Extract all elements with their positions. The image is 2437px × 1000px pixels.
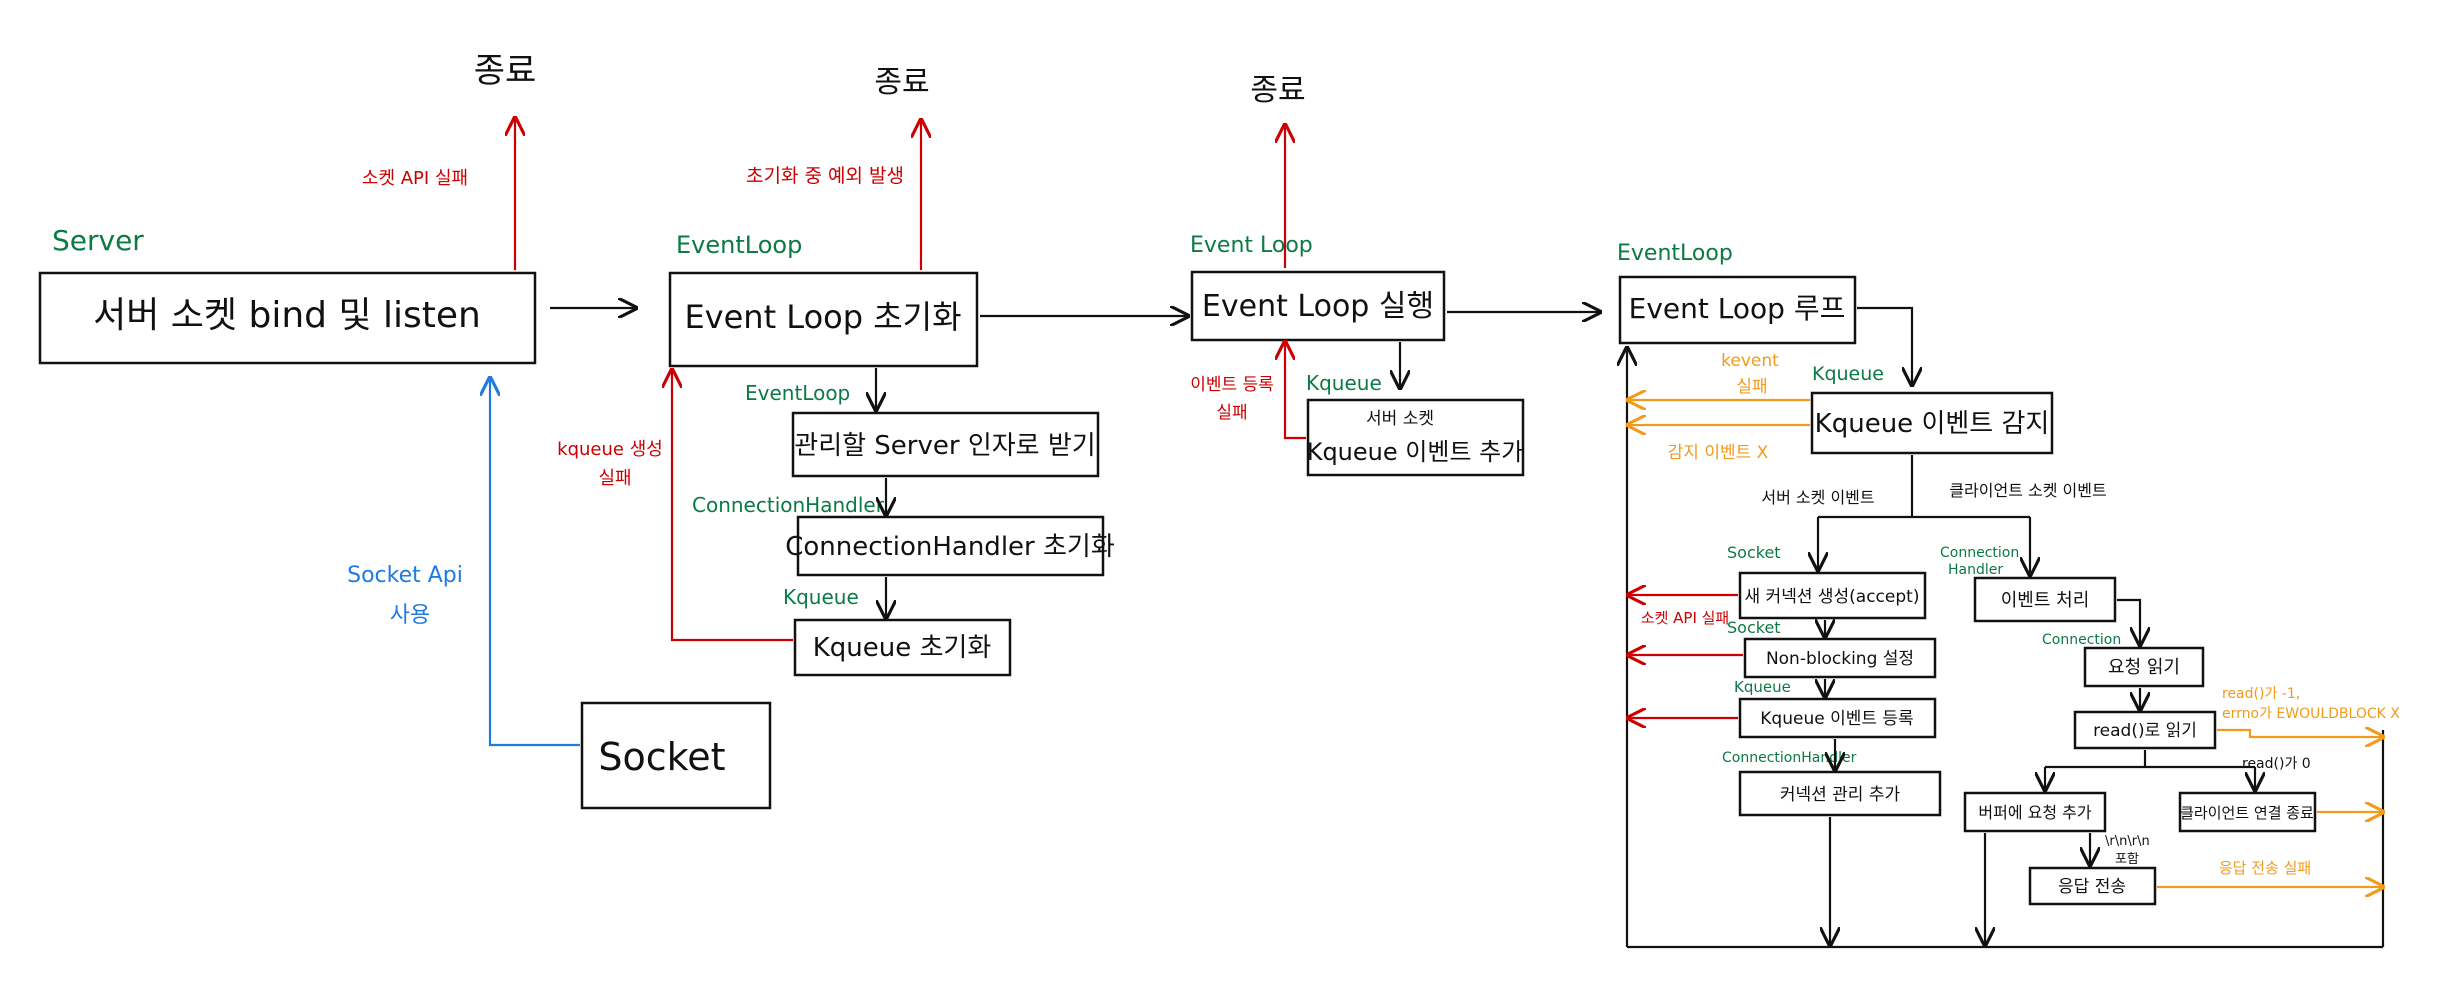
node-el-init-box	[668, 271, 979, 368]
node-server-bind: 서버 소켓 bind 및 listen	[93, 295, 481, 336]
label-connectionhandler-3: ConnectionHandler	[1722, 750, 1857, 766]
arrow-read-neg	[2217, 730, 2383, 737]
node-kq-detect: Kqueue 이벤트 감지	[1815, 409, 2050, 439]
node-el-run-box	[1190, 270, 1446, 342]
label-eventloop-2: EventLoop	[745, 381, 850, 405]
node-ch-init: ConnectionHandler 초기화	[785, 532, 1115, 562]
node-buf-add-box	[1963, 791, 2107, 833]
node-new-conn-box	[1738, 571, 1927, 620]
label-end-1: 종료	[474, 51, 537, 91]
label-eventloop-3: Event Loop	[1190, 233, 1313, 258]
label-read-neg-2: errno가 EWOULDBLOCK X	[2222, 706, 2400, 722]
label-kq-create-fail-1: kqueue 생성	[557, 439, 663, 460]
label-request-complete-1: \r\n\r\n	[2105, 834, 2150, 849]
label-init-exception: 초기화 중 예외 발생	[746, 165, 904, 187]
node-el-loop: Event Loop 루프	[1629, 292, 1846, 325]
node-nonblock: Non-blocking 설정	[1766, 649, 1914, 669]
node-ch-init-box	[796, 515, 1105, 577]
node-new-conn: 새 커넥션 생성(accept)	[1745, 587, 1920, 607]
label-server-socket-event: 서버 소켓 이벤트	[1761, 488, 1874, 507]
node-server-bind-box	[38, 271, 537, 365]
label-end-3: 종료	[1250, 73, 1305, 108]
label-connection: Connection	[2042, 632, 2121, 648]
label-socket-api-use-2: 사용	[390, 603, 430, 628]
label-event-reg-fail-2: 실패	[1216, 403, 1247, 423]
label-read-zero: read()가 0	[2242, 756, 2311, 772]
label-kqueue-1: Kqueue	[783, 585, 859, 609]
node-receive-server-box	[791, 411, 1100, 478]
node-kq-add-box	[1306, 398, 1525, 477]
label-socket-api-fail: 소켓 API 실패	[362, 168, 468, 189]
node-client-close-box	[2178, 791, 2317, 833]
label-socket-1: Socket	[1727, 543, 1781, 562]
label-eventloop-4: EventLoop	[1617, 241, 1733, 266]
node-el-loop-box	[1618, 275, 1857, 345]
label-kevent-fail-2: 실패	[1736, 377, 1767, 397]
arrow-socket-api-use	[490, 378, 580, 747]
label-client-socket-event: 클라이언트 소켓 이벤트	[1949, 481, 2106, 500]
node-socket-box	[580, 701, 772, 810]
arrow-event-handle-to-read	[2117, 598, 2140, 645]
node-kq-register: Kqueue 이벤트 등록	[1760, 709, 1913, 729]
label-read-neg-1: read()가 -1,	[2222, 686, 2300, 702]
node-read-call: read()로 읽기	[2093, 721, 2197, 741]
node-read-call-box	[2073, 710, 2217, 750]
node-resp-send-box	[2028, 866, 2157, 906]
label-kqueue-3: Kqueue	[1812, 363, 1884, 385]
label-kevent-fail-1: kevent	[1721, 351, 1779, 371]
label-end-2: 종료	[874, 65, 929, 100]
node-nonblock-box	[1743, 637, 1937, 679]
node-el-run: Event Loop 실행	[1202, 289, 1434, 324]
label-socket-2: Socket	[1727, 618, 1781, 637]
label-event-reg-fail-1: 이벤트 등록	[1190, 375, 1274, 395]
node-receive-server: 관리할 Server 인자로 받기	[794, 431, 1095, 461]
node-buf-add: 버퍼에 요청 추가	[1978, 803, 2091, 822]
label-resp-fail: 응답 전송 실패	[2219, 859, 2311, 877]
node-socket: Socket	[598, 735, 725, 779]
label-socket-api-use-1: Socket Api	[347, 563, 463, 588]
label-kq-create-fail-2: 실패	[598, 468, 631, 489]
node-conn-add-box	[1738, 770, 1942, 817]
node-kq-init-box	[793, 618, 1012, 677]
label-request-complete-2: 포함	[2115, 852, 2139, 867]
label-ch-2: Handler	[1948, 562, 2003, 578]
node-client-close: 클라이언트 연결 종료	[2180, 804, 2314, 822]
label-kqueue-4: Kqueue	[1734, 678, 1791, 696]
node-conn-add: 커넥션 관리 추가	[1780, 785, 1901, 805]
label-socket-api-fail-2: 소켓 API 실패	[1641, 609, 1729, 627]
node-kq-register-box	[1738, 697, 1937, 739]
node-req-read-box	[2083, 646, 2205, 688]
label-ch-1: Connection	[1940, 545, 2019, 561]
node-event-handle-box	[1973, 576, 2117, 623]
label-no-detect: 감지 이벤트 X	[1668, 443, 1769, 463]
node-event-handle: 이벤트 처리	[2001, 590, 2090, 611]
label-kqueue-2: Kqueue	[1306, 371, 1382, 395]
arrow-event-reg-fail	[1285, 342, 1306, 440]
arrow-kq-create-fail	[672, 370, 793, 642]
label-eventloop-1: EventLoop	[676, 231, 802, 259]
node-kq-add-line1: 서버 소켓	[1366, 409, 1434, 429]
node-kq-detect-box	[1810, 391, 2054, 455]
node-kq-init: Kqueue 초기화	[813, 633, 992, 663]
node-req-read: 요청 읽기	[2108, 657, 2180, 678]
node-el-init: Event Loop 초기화	[684, 298, 961, 336]
label-server: Server	[52, 224, 144, 257]
node-kq-add-line2: Kqueue 이벤트 추가	[1307, 438, 1524, 466]
label-connectionhandler: ConnectionHandler	[692, 493, 885, 517]
node-resp-send: 응답 전송	[2058, 877, 2126, 897]
arrow-loop-to-detect	[1857, 306, 1912, 385]
